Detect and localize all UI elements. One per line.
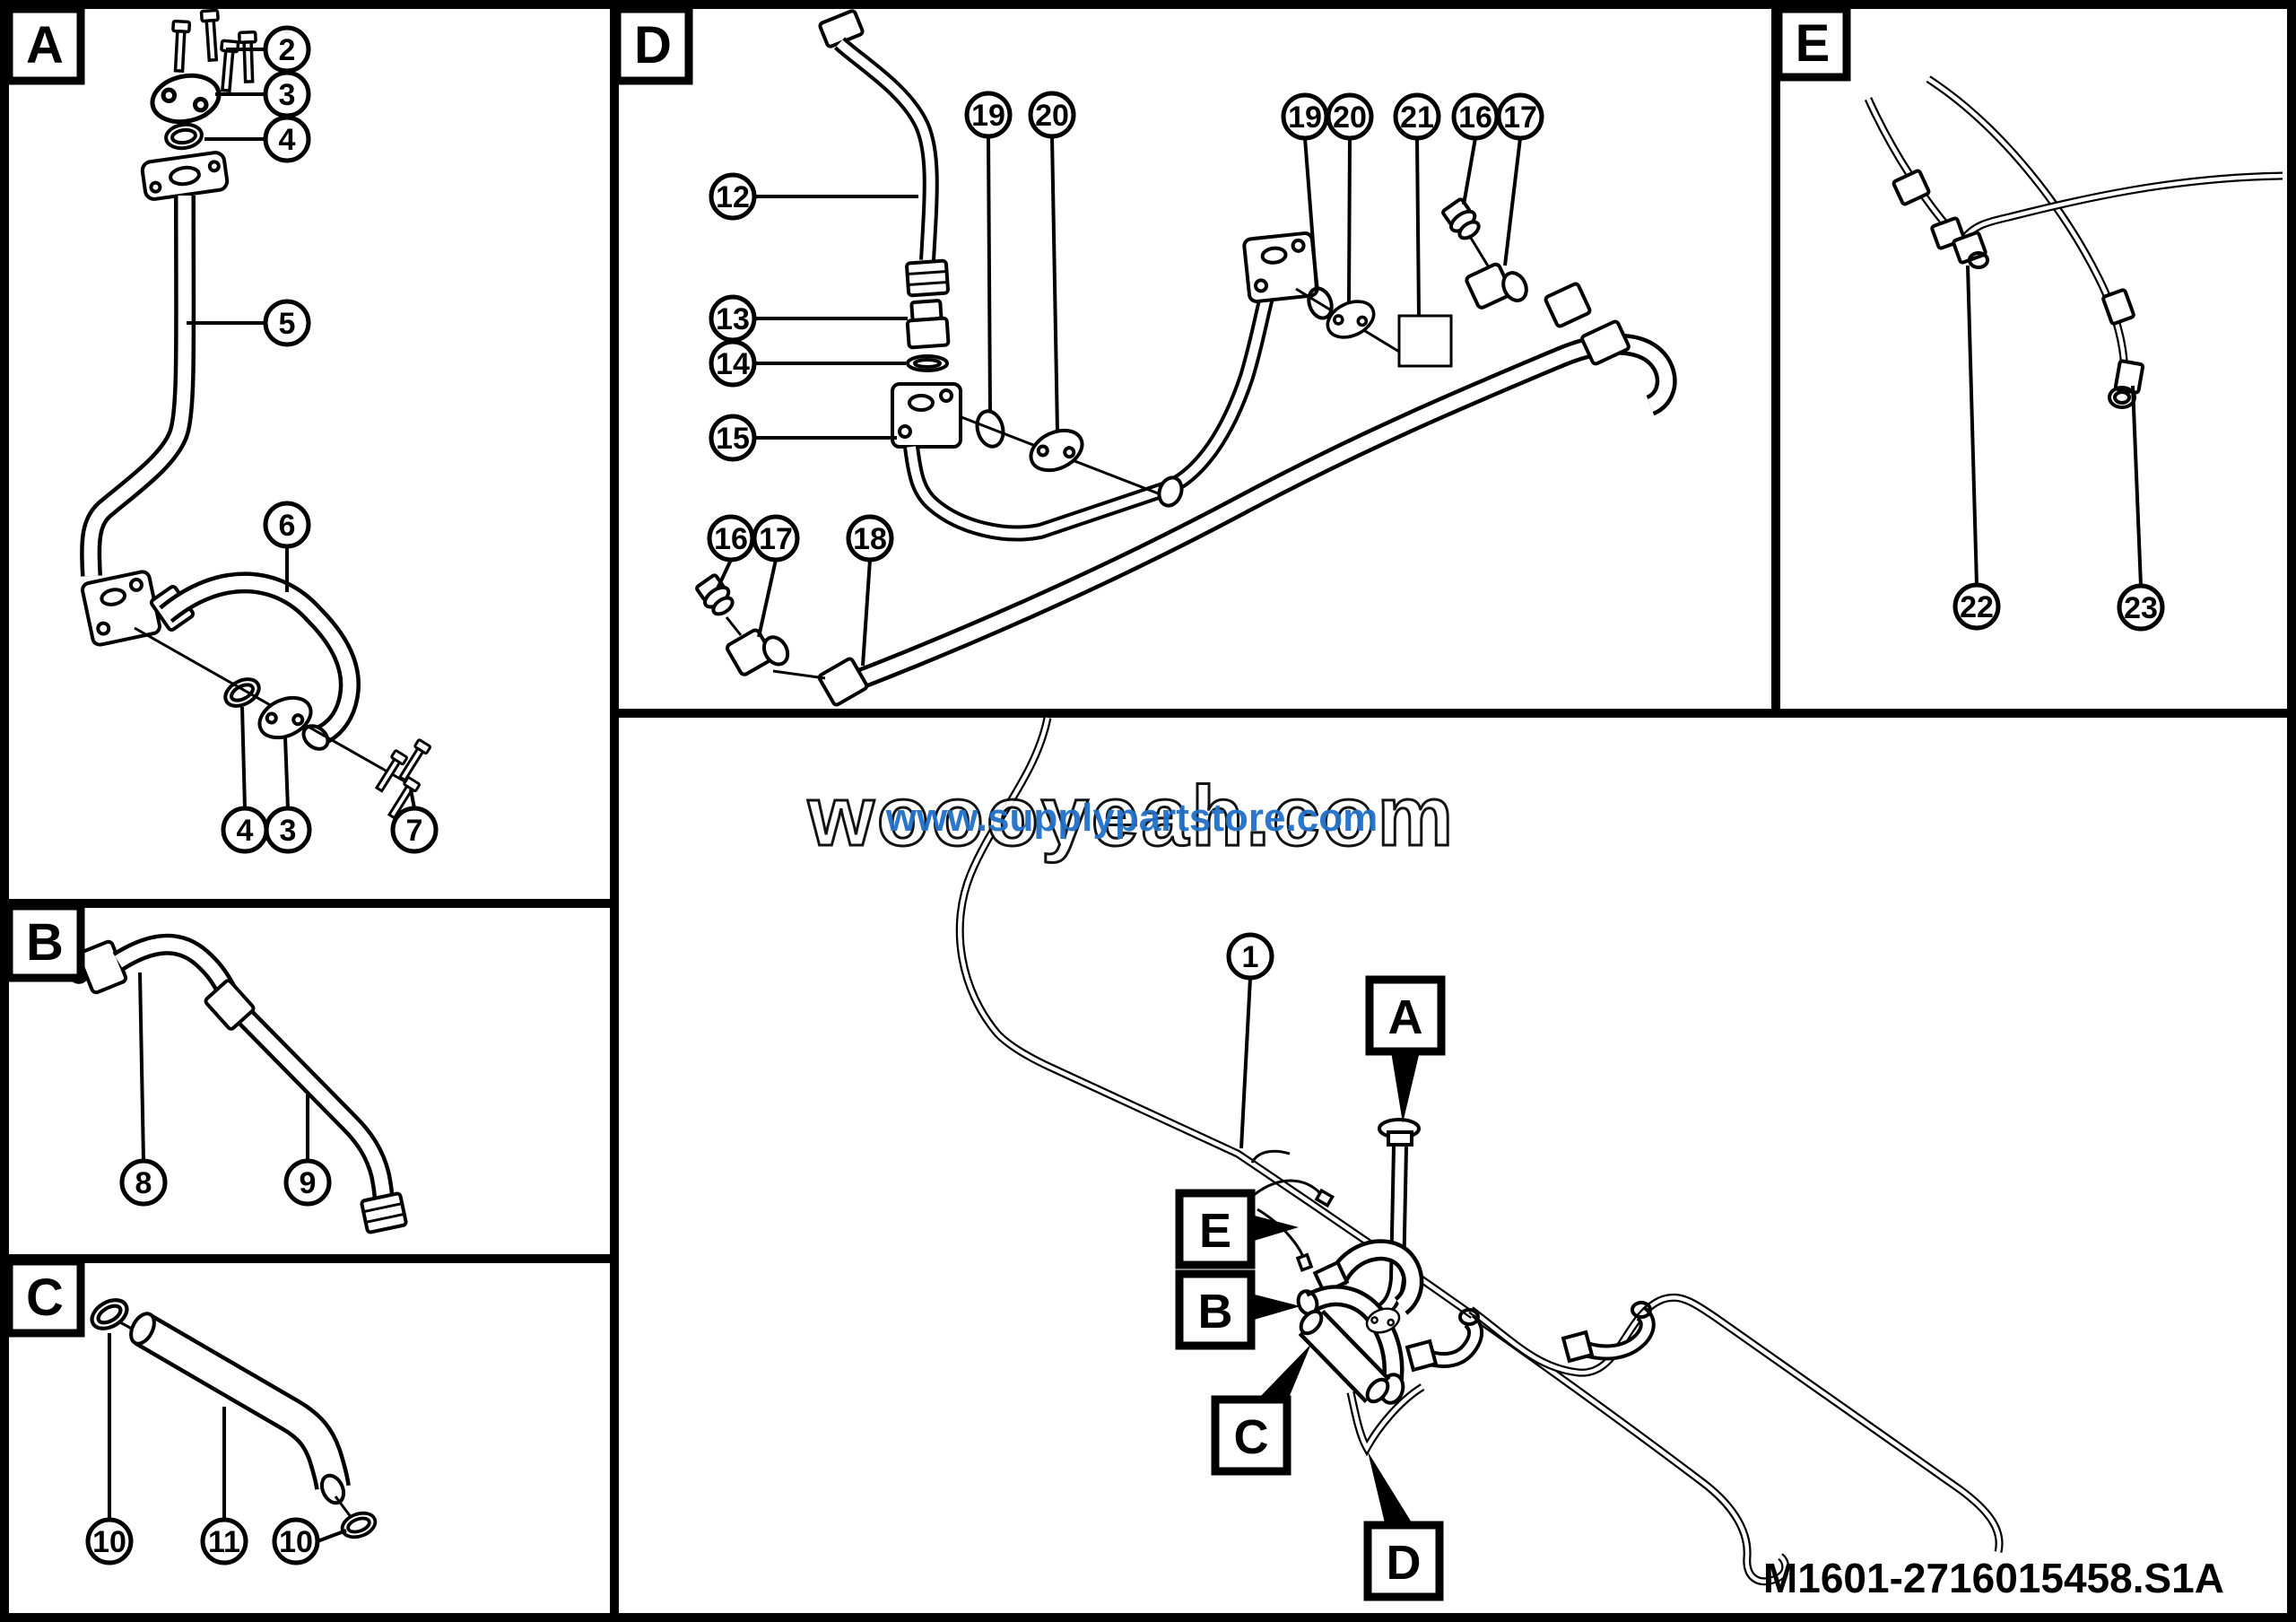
callout-20b: 20 xyxy=(1326,92,1374,141)
callout-6: 6 xyxy=(263,501,311,549)
callout-20a: 20 xyxy=(1028,91,1076,139)
callout-11: 11 xyxy=(200,1517,248,1565)
section-c-letter: C xyxy=(26,1269,64,1327)
watermark-outline-text: woooyeah.com xyxy=(807,769,1456,864)
section-d-label: D xyxy=(613,4,693,85)
section-a-label: A xyxy=(4,4,85,85)
callout-5-label: 5 xyxy=(279,307,296,341)
callout-16a: 16 xyxy=(707,514,755,562)
callout-12: 12 xyxy=(709,172,757,221)
callout-5: 5 xyxy=(263,299,311,347)
callout-17a-label: 17 xyxy=(759,522,793,556)
callout-20b-label: 20 xyxy=(1333,100,1367,135)
callout-19b: 19 xyxy=(1281,92,1329,141)
callout-4b-label: 4 xyxy=(237,814,254,848)
callout-13-label: 13 xyxy=(716,302,750,336)
overview-marker-b: B xyxy=(1175,1269,1300,1350)
overview-b-letter: B xyxy=(1198,1285,1233,1339)
callout-17b-label: 17 xyxy=(1503,100,1537,135)
callout-16b-label: 16 xyxy=(1458,100,1492,135)
overview-marker-c: C xyxy=(1211,1344,1311,1476)
callout-7: 7 xyxy=(390,806,439,854)
callout-12-label: 12 xyxy=(716,180,750,214)
callout-8-label: 8 xyxy=(135,1166,152,1200)
overview-c-letter: C xyxy=(1234,1410,1269,1464)
callout-14-label: 14 xyxy=(716,347,750,381)
callout-13: 13 xyxy=(709,294,757,343)
callout-16b: 16 xyxy=(1451,92,1500,141)
callout-20a-label: 20 xyxy=(1035,99,1069,133)
callout-3-label: 3 xyxy=(279,78,296,112)
callout-2: 2 xyxy=(263,25,311,74)
section-d-letter: D xyxy=(634,16,672,74)
callout-10a-label: 10 xyxy=(92,1525,126,1559)
callout-4b: 4 xyxy=(221,806,269,854)
watermark-overlay-text: www.supplypartstore.com xyxy=(885,796,1378,840)
callout-2-label: 2 xyxy=(279,33,296,67)
part-number: M1601-2716015458.S1A xyxy=(1763,1555,2224,1601)
callout-23: 23 xyxy=(2117,583,2165,632)
callout-18-label: 18 xyxy=(853,522,887,556)
callout-21-label: 21 xyxy=(1400,100,1434,135)
callout-6-label: 6 xyxy=(279,509,296,543)
section-c-label: C xyxy=(4,1257,85,1338)
section-a-art xyxy=(79,8,432,822)
callout-1: 1 xyxy=(1226,932,1274,981)
section-e-label: E xyxy=(1774,4,1851,82)
callout-9-label: 9 xyxy=(300,1166,317,1200)
overview-art xyxy=(960,718,1999,1582)
section-b-letter: B xyxy=(26,913,64,972)
watermark: woooyeah.com www.supplypartstore.com xyxy=(805,768,1456,866)
callout-11-label: 11 xyxy=(208,1525,240,1559)
callout-21: 21 xyxy=(1393,92,1441,141)
callout-3b: 3 xyxy=(264,806,312,854)
overview-a-letter: A xyxy=(1388,990,1423,1044)
callout-4-label: 4 xyxy=(279,123,296,157)
callout-10a: 10 xyxy=(85,1517,134,1565)
callout-19b-label: 19 xyxy=(1288,100,1322,135)
callout-14: 14 xyxy=(709,339,757,388)
callout-16a-label: 16 xyxy=(714,522,748,556)
callout-17b: 17 xyxy=(1496,92,1544,141)
callout-1-label: 1 xyxy=(1242,940,1259,974)
callout-15-label: 15 xyxy=(716,422,750,456)
section-b-label: B xyxy=(4,902,85,982)
overview-marker-e: E xyxy=(1175,1189,1299,1269)
overview-e-letter: E xyxy=(1199,1204,1231,1258)
callout-22-label: 22 xyxy=(1960,590,1994,624)
callout-15: 15 xyxy=(709,414,757,462)
callout-10b-label: 10 xyxy=(279,1525,313,1559)
section-c-art xyxy=(87,1295,380,1544)
overview-d-letter: D xyxy=(1387,1536,1422,1590)
overview-marker-d: D xyxy=(1363,1452,1444,1601)
section-e-art xyxy=(1868,79,2283,409)
callout-17a: 17 xyxy=(752,514,800,562)
callout-19a: 19 xyxy=(964,91,1013,139)
callout-10b: 10 xyxy=(272,1517,320,1565)
section-labels: A B C D E xyxy=(4,4,1851,1338)
leader-lines xyxy=(108,48,2143,1543)
callout-18: 18 xyxy=(846,514,894,562)
section-e-letter: E xyxy=(1796,14,1831,73)
callouts: 2 3 4 5 6 4 3 7 8 9 10 11 10 12 13 14 15… xyxy=(85,25,2165,1565)
callout-4: 4 xyxy=(263,115,311,163)
section-a-letter: A xyxy=(26,16,64,74)
section-b-art xyxy=(64,940,409,1235)
overview-marker-a: A xyxy=(1365,975,1446,1123)
callout-8: 8 xyxy=(119,1158,168,1207)
callout-19a-label: 19 xyxy=(971,99,1005,133)
callout-23-label: 23 xyxy=(2124,591,2158,625)
callout-22: 22 xyxy=(1952,582,2001,631)
callout-3: 3 xyxy=(263,70,311,118)
callout-7-label: 7 xyxy=(406,814,423,848)
callout-9: 9 xyxy=(283,1158,332,1207)
callout-3b-label: 3 xyxy=(280,814,297,848)
overview-markers: A E B C D xyxy=(1175,975,1446,1601)
